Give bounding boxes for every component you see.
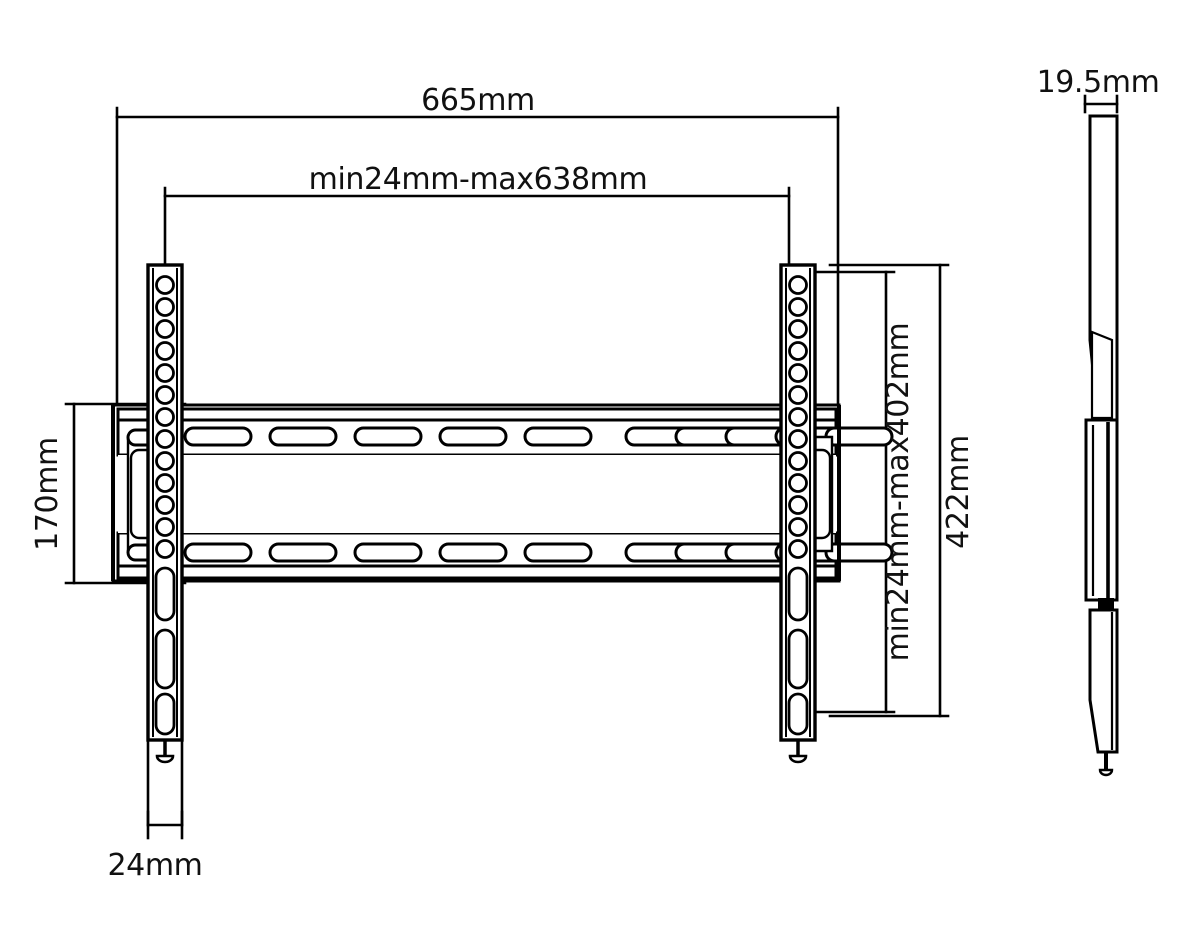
left-vertical-rail	[146, 263, 184, 764]
bottom-rail-slot-group-left	[183, 542, 593, 563]
label-rail-width: 24mm	[107, 848, 202, 883]
label-vesa-vertical: min24mm-max402mm	[881, 323, 916, 662]
bottom-rail-slot-group-right	[624, 542, 894, 563]
right-vertical-rail	[779, 263, 817, 764]
right-rail-slot-column	[787, 566, 809, 736]
top-rail-slot-group-left	[183, 426, 593, 447]
label-plate-height: 170mm	[30, 437, 65, 551]
label-overall-height: 422mm	[941, 435, 976, 549]
right-rail-hole-column	[788, 275, 808, 559]
side-screw	[1098, 752, 1114, 777]
dimension-rail-width	[146, 740, 184, 840]
dimension-overall-height	[828, 263, 950, 718]
left-rail-hole-column	[155, 275, 175, 559]
left-rail-slot-column	[154, 566, 176, 736]
dimension-depth	[1083, 94, 1119, 114]
left-rail-screw	[155, 740, 175, 764]
side-plate-body	[1084, 418, 1119, 602]
dimension-lines	[64, 94, 1119, 840]
label-overall-width: 665mm	[421, 83, 535, 118]
label-vesa-horizontal: min24mm-max638mm	[309, 162, 648, 197]
right-rail-screw	[788, 740, 808, 764]
label-depth: 19.5mm	[1037, 65, 1160, 100]
top-rail-slot-group-right	[624, 426, 894, 447]
wall-plate-assembly	[111, 403, 894, 583]
side-joint-block	[1098, 598, 1114, 610]
dimension-vesa-horizontal	[163, 186, 791, 274]
side-profile-view	[1084, 114, 1119, 777]
